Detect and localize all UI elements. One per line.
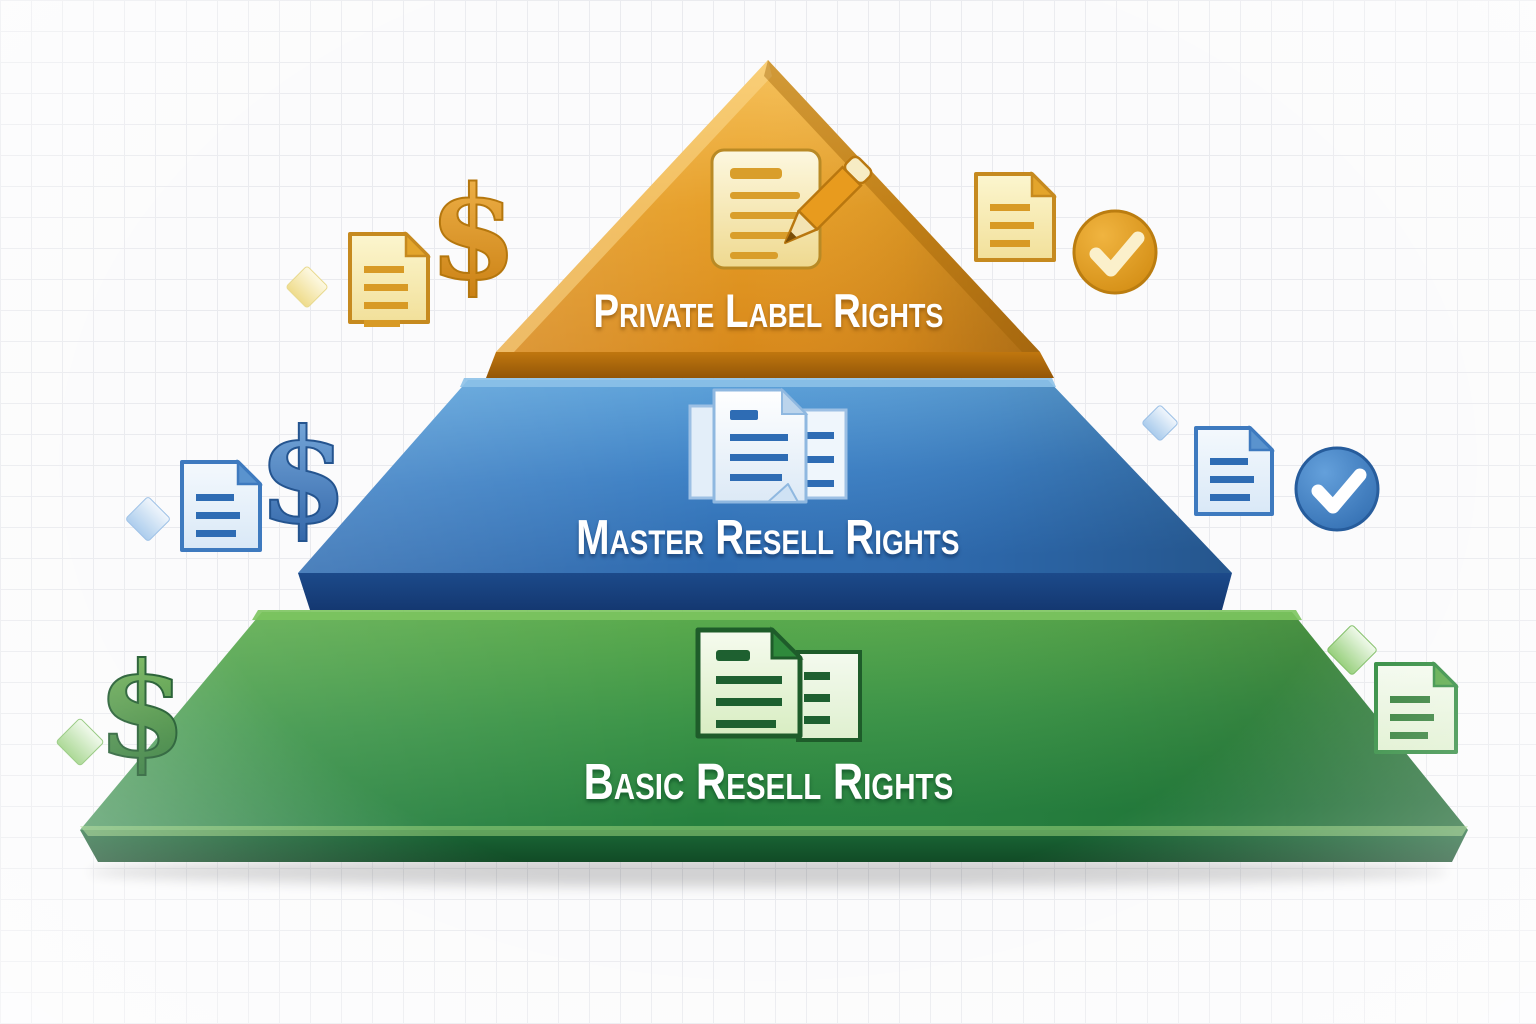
tier-bottom-top-lip [252,610,1302,620]
diamond-icon-blue-right [1142,405,1178,441]
diamond-icon-green-right [1327,625,1377,675]
stacked-documents-icon-blue [688,387,848,504]
document-with-pencil-icon [710,148,873,270]
dollar-icon-green: $ [97,634,187,787]
ground-shadow [88,857,1448,887]
tier-bottom-front-edge [80,830,1468,862]
tier-bottom-bevel-highlight [80,826,1468,836]
tier-label-master-resell-rights: Master Resell Rights [0,514,1536,563]
document-icon-yellow-right [974,170,1058,262]
tier-label-text: Master Resell Rights [576,511,960,565]
tier-middle-front-edge [298,573,1232,610]
dollar-icon-blue: $ [258,400,348,553]
tier-label-private-label-rights: Private Label Rights [0,287,1536,334]
tier-label-basic-resell-rights: Basic Resell Rights [0,756,1536,807]
stacked-documents-icon-green [695,626,862,742]
diamond-icon-green-left [56,718,104,766]
dollar-icon-orange: $ [428,159,517,309]
tier-top-right-bevel [764,60,1040,352]
document-icon-blue-left [180,458,264,552]
diamond-icon-yellow [286,266,328,308]
document-icon-blue-right [1194,424,1276,516]
tier-label-text: Basic Resell Rights [583,753,953,810]
tier-middle-top-lip [460,378,1056,387]
tier-top-left-bevel [496,60,772,352]
check-circle-icon-blue [1294,446,1380,532]
document-icon-yellow-left [348,230,432,327]
diamond-icon-blue-left [126,497,170,541]
tier-top-front-edge [486,352,1054,378]
tier-label-text: Private Label Rights [592,284,944,337]
document-icon-green-right [1374,660,1460,754]
check-circle-icon-orange [1072,209,1158,295]
